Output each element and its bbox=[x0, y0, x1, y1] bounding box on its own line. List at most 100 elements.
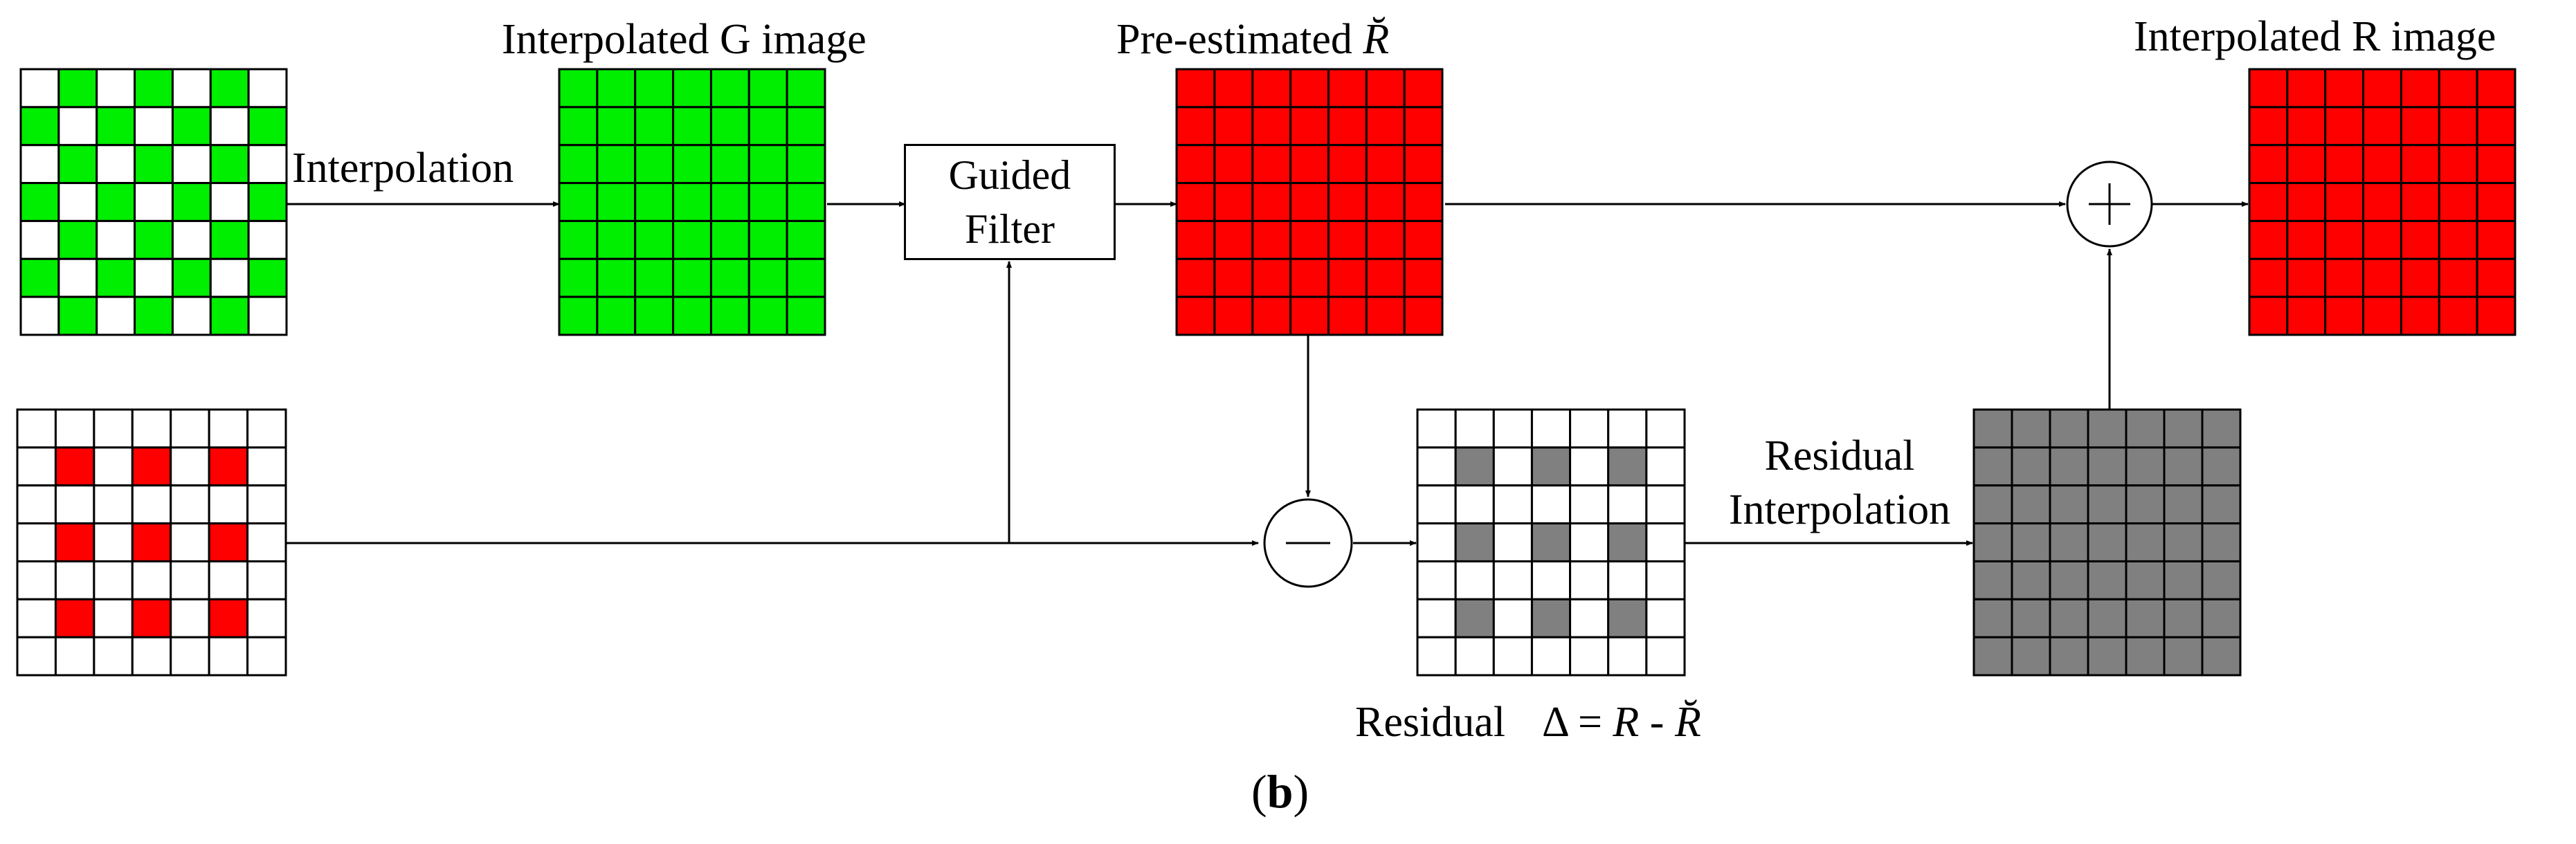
grid-cell bbox=[1416, 408, 1457, 449]
grid-cell bbox=[1972, 636, 2013, 677]
grid-cell bbox=[96, 257, 136, 298]
grid-cell bbox=[2248, 257, 2289, 298]
grid-cell bbox=[19, 68, 60, 109]
caption-close-paren: ) bbox=[1293, 765, 1309, 818]
grid-cell bbox=[1569, 446, 1610, 487]
grid-cell bbox=[1365, 219, 1406, 260]
grid-cell bbox=[1213, 68, 1254, 109]
grid-cell bbox=[93, 636, 134, 677]
grid-cell bbox=[634, 295, 675, 336]
grid-cell bbox=[786, 219, 826, 260]
grid-cell bbox=[672, 68, 712, 109]
grid-cell bbox=[19, 295, 60, 336]
plus-icon bbox=[2066, 160, 2153, 248]
guided-filter-text: Guided Filter bbox=[949, 148, 1071, 256]
grid-cell bbox=[1213, 106, 1254, 147]
grid-cell bbox=[170, 522, 210, 562]
guided-filter-line1: Guided bbox=[948, 152, 1071, 198]
grid-cell bbox=[171, 106, 212, 147]
residual-interpolation-label: Residual Interpolation bbox=[1704, 429, 1975, 537]
grid-cell bbox=[2438, 295, 2478, 336]
grid-cell bbox=[634, 106, 675, 147]
grid-cell bbox=[1403, 144, 1444, 185]
grid-cell bbox=[93, 598, 134, 639]
grid-cell bbox=[57, 182, 98, 222]
grid-cell bbox=[596, 257, 637, 298]
grid-cell bbox=[2438, 257, 2478, 298]
grid-cell bbox=[2286, 106, 2327, 147]
grid-cell bbox=[1403, 257, 1444, 298]
grid-cell bbox=[2163, 446, 2204, 487]
grid-cell bbox=[2438, 219, 2478, 260]
grid-cell bbox=[1365, 106, 1406, 147]
grid-cell bbox=[1403, 68, 1444, 109]
grid-cell bbox=[2400, 257, 2440, 298]
cfa-green-grid bbox=[19, 68, 288, 336]
grid-cell bbox=[54, 522, 96, 562]
grid-cell bbox=[2476, 257, 2516, 298]
grid-cell bbox=[1251, 68, 1292, 109]
grid-cell bbox=[1175, 68, 1216, 109]
grid-cell bbox=[1289, 182, 1330, 222]
pre-estimated-red-grid bbox=[1175, 68, 1444, 336]
grid-cell bbox=[634, 182, 675, 222]
grid-cell bbox=[2011, 636, 2051, 677]
grid-cell bbox=[2324, 257, 2365, 298]
pre-estimated-label: Pre-estimated R̆ bbox=[1116, 18, 1389, 61]
grid-cell bbox=[57, 219, 98, 260]
grid-cell bbox=[54, 484, 96, 525]
grid-cell bbox=[171, 295, 212, 336]
minus-symbol: - bbox=[1649, 699, 1665, 746]
grid-cell bbox=[93, 522, 134, 562]
grid-cell bbox=[1530, 522, 1572, 562]
grid-cell bbox=[1645, 484, 1686, 525]
grid-cell bbox=[1327, 144, 1368, 185]
grid-cell bbox=[1569, 408, 1610, 449]
grid-cell bbox=[747, 144, 788, 185]
grid-cell bbox=[1607, 598, 1648, 639]
grid-cell bbox=[1972, 408, 2013, 449]
grid-cell bbox=[2438, 144, 2478, 185]
grid-cell bbox=[170, 408, 210, 449]
grid-cell bbox=[171, 182, 212, 222]
grid-cell bbox=[57, 68, 98, 109]
grid-cell bbox=[596, 295, 637, 336]
grid-cell bbox=[2125, 636, 2166, 677]
grid-cell bbox=[1289, 257, 1330, 298]
grid-cell bbox=[672, 144, 712, 185]
residual-interp-gray-grid bbox=[1972, 408, 2242, 677]
grid-cell bbox=[209, 144, 250, 185]
grid-cell bbox=[2400, 295, 2440, 336]
grid-cell bbox=[672, 106, 712, 147]
grid-cell bbox=[134, 295, 174, 336]
grid-cell bbox=[2324, 219, 2365, 260]
grid-cell bbox=[2087, 598, 2128, 639]
grid-cell bbox=[131, 446, 172, 487]
grid-cell bbox=[747, 295, 788, 336]
grid-cell bbox=[672, 182, 712, 222]
equals-symbol: = bbox=[1577, 699, 1602, 746]
grid-cell bbox=[2011, 446, 2051, 487]
grid-cell bbox=[2438, 106, 2478, 147]
grid-cell bbox=[2125, 484, 2166, 525]
grid-cell bbox=[96, 106, 136, 147]
grid-cell bbox=[19, 106, 60, 147]
grid-cell bbox=[93, 560, 134, 600]
grid-cell bbox=[786, 144, 826, 185]
grid-cell bbox=[57, 295, 98, 336]
grid-cell bbox=[19, 144, 60, 185]
grid-cell bbox=[170, 598, 210, 639]
grid-cell bbox=[209, 219, 250, 260]
grid-cell bbox=[2011, 408, 2051, 449]
grid-cell bbox=[54, 408, 96, 449]
grid-cell bbox=[2049, 408, 2089, 449]
grid-cell bbox=[672, 295, 712, 336]
grid-cell bbox=[747, 182, 788, 222]
grid-cell bbox=[2087, 408, 2128, 449]
grid-cell bbox=[2476, 219, 2516, 260]
grid-cell bbox=[1530, 408, 1572, 449]
grid-cell bbox=[93, 446, 134, 487]
grid-cell bbox=[134, 257, 174, 298]
grid-cell bbox=[558, 106, 599, 147]
